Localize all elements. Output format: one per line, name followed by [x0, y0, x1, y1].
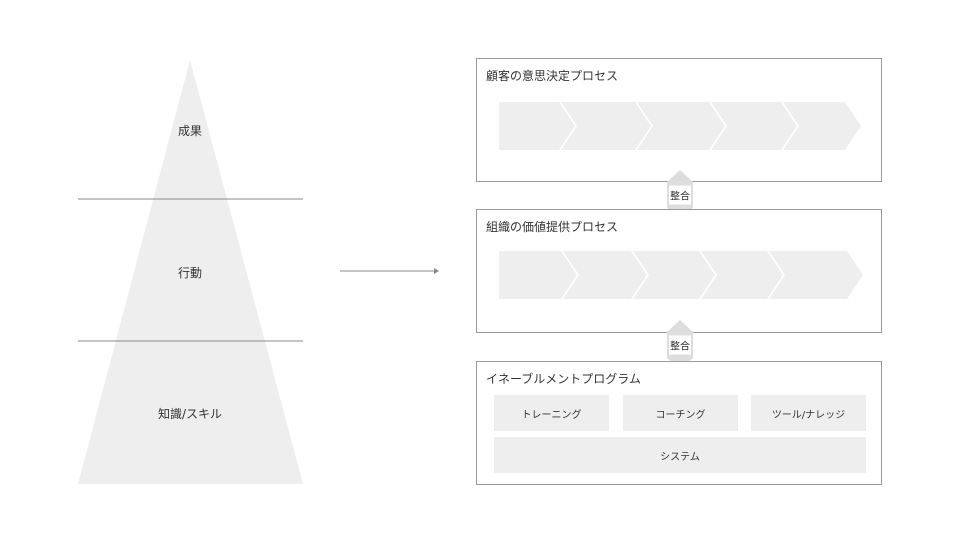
alignment-badge-1: 整合 — [667, 170, 693, 220]
coaching-box: コーチング — [623, 395, 738, 431]
enablement-program-panel: イネーブルメントプログラム トレーニング コーチング ツール/ナレッジ システム — [476, 361, 882, 485]
alignment-label-1: 整合 — [669, 185, 691, 205]
chevron-step-2 — [563, 251, 647, 299]
pyramid-level-behavior: 行動 — [177, 266, 203, 280]
customer-decision-title: 顧客の意思決定プロセス — [486, 69, 619, 83]
value-delivery-title: 組織の価値提供プロセス — [486, 220, 619, 234]
pyramid-diagram — [78, 60, 303, 484]
chevron-step-1 — [499, 102, 575, 150]
pyramid-shape — [78, 60, 303, 484]
alignment-label-2: 整合 — [669, 335, 691, 355]
chevron-step-1 — [499, 251, 577, 299]
chevron-step-3 — [637, 102, 725, 150]
chevron-step-3 — [633, 251, 715, 299]
chevron-step-5 — [783, 102, 861, 150]
tools-knowledge-box: ツール/ナレッジ — [751, 395, 866, 431]
chevron-step-2 — [561, 102, 651, 150]
system-box: システム — [494, 437, 866, 473]
connector-arrow — [340, 268, 439, 274]
pyramid-level-results: 成果 — [177, 124, 203, 138]
training-box: トレーニング — [494, 395, 609, 431]
pyramid-level-knowledge-skills: 知識/スキル — [157, 407, 223, 421]
chevron-step-4 — [701, 251, 783, 299]
chevron-step-5 — [769, 251, 863, 299]
alignment-badge-2: 整合 — [667, 320, 693, 370]
customer-chevron-flow — [499, 102, 861, 150]
value-delivery-panel: 組織の価値提供プロセス — [476, 209, 882, 333]
chevron-step-4 — [711, 102, 797, 150]
customer-decision-panel: 顧客の意思決定プロセス — [476, 58, 882, 182]
enablement-program-title: イネーブルメントプログラム — [486, 372, 641, 386]
value-chevron-flow — [499, 251, 863, 299]
